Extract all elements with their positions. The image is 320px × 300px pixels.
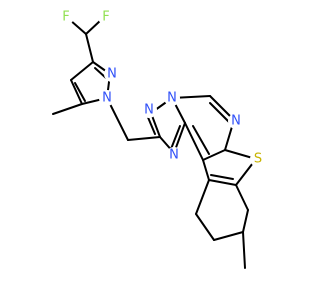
bond-c8a-c4a xyxy=(208,179,237,186)
atom-label-n-bridge-4: N xyxy=(167,91,177,106)
atom-n-pyrazole-1: N xyxy=(99,90,115,106)
bond-c4-c5 xyxy=(70,79,83,105)
bond-c4-c5-double xyxy=(74,82,86,102)
bond-c2-n3-double xyxy=(146,114,156,135)
bond-c5h2-c6h2 xyxy=(195,213,215,241)
atom-n-triazole-5: N xyxy=(166,147,182,163)
bond-c8a-c4a-double xyxy=(210,174,234,180)
bond-c7a-c3a xyxy=(202,149,226,161)
bond-ch2-c2 xyxy=(127,136,161,141)
atom-label-n-pyrazole-1: N xyxy=(102,91,112,106)
atom-n-triazole-3: N xyxy=(141,102,157,118)
atom-s-thiophene: S xyxy=(250,151,266,167)
bond-c6h2-c7h xyxy=(213,231,244,241)
bond-c4a-c5h2 xyxy=(195,179,210,215)
bond-c3-c4 xyxy=(70,61,94,81)
atom-f-1: F xyxy=(58,9,74,25)
atom-n-pyrazole-2: N xyxy=(104,66,120,82)
bond-c5-methyl xyxy=(52,103,83,115)
atom-n-pyrimidine-6: N xyxy=(228,113,244,129)
bond-chf2-c3 xyxy=(85,33,94,63)
bond-c-f1 xyxy=(69,19,87,35)
bonds xyxy=(52,19,257,269)
atom-label-n-triazole-3: N xyxy=(144,103,154,118)
atom-labels: F F N N N N N N xyxy=(58,9,266,167)
atom-label-f-2: F xyxy=(102,10,109,25)
bond-c4a-c3a xyxy=(202,159,210,181)
bond-c-f2 xyxy=(85,19,102,35)
bond-c3a-c9a xyxy=(184,122,204,161)
bond-c3a-c9a-double xyxy=(192,125,210,155)
bond-c7h-methyl xyxy=(242,231,246,269)
bond-c8h2-c8a xyxy=(235,184,249,211)
atom-label-f-1: F xyxy=(62,10,69,25)
atom-label-n-pyrimidine-6: N xyxy=(231,114,241,129)
molecule-structure-diagram: F F N N N N N N xyxy=(52,9,266,269)
bond-c7h-c8h2 xyxy=(242,209,249,233)
atom-f-2: F xyxy=(98,9,114,25)
atom-label-n-triazole-5: N xyxy=(169,148,179,163)
atom-label-s-thiophene: S xyxy=(254,152,262,167)
bond-c9a-n5-double xyxy=(170,125,181,150)
bond-n2-c3-double xyxy=(94,67,107,79)
atom-n-bridge-4: N xyxy=(164,90,180,106)
atom-label-n-pyrazole-2: N xyxy=(107,67,117,82)
bond-ch-n6-double xyxy=(209,102,230,123)
